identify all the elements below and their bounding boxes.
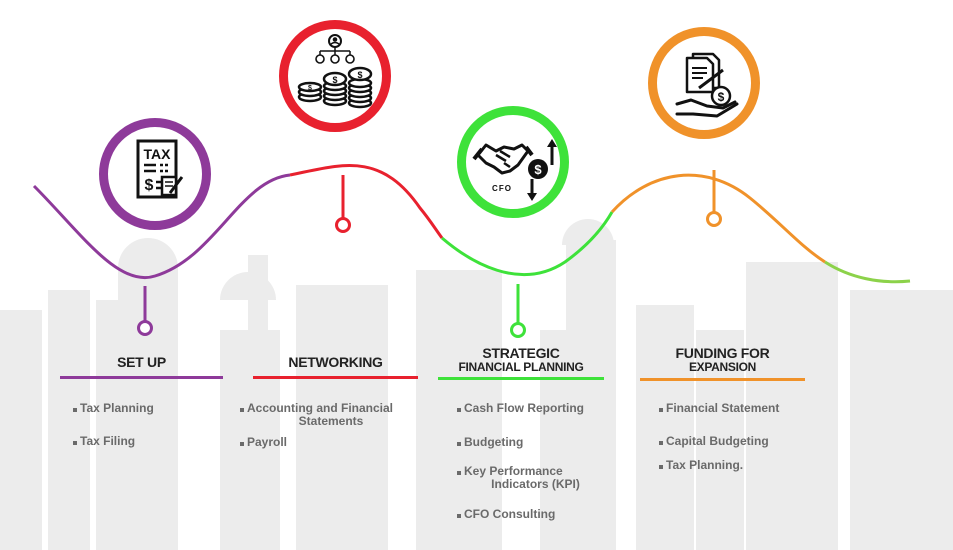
node-dot-3 [510,322,526,338]
funding-icon-circle: $ [648,27,760,139]
building [636,305,694,550]
list-item: CFO Consulting [457,508,607,521]
strategic-item-list: Cash Flow Reporting Budgeting Key Perfor… [457,402,607,521]
list-item: Tax Planning [73,402,223,415]
building [248,255,268,550]
stage-title-networking: NETWORKING [288,354,383,370]
building [566,240,616,550]
funding-item-list: Financial Statement Capital Budgeting Ta… [659,402,809,472]
svg-text:$: $ [357,70,362,80]
svg-text:$: $ [145,177,154,194]
node-dot-2 [335,217,351,233]
stage-title-setup: SET UP [117,354,166,370]
list-item: Capital Budgeting [659,435,809,448]
networking-icon-circle: $ $ $ [279,20,391,132]
list-item: Key Performance Indicators (KPI) [457,465,607,491]
wave-segment-red [289,164,444,239]
building [470,300,500,550]
buildings [0,219,953,550]
list-item: Financial Statement [659,402,809,415]
building [48,290,90,550]
building-roof [850,290,953,305]
building [850,290,953,550]
wave-segment-purple [32,173,291,280]
setup-icon-circle: TAX $ [99,118,211,230]
building-dome [562,219,614,245]
list-item: Accounting and Financial Statements [240,402,415,428]
list-item: Budgeting [457,436,607,449]
list-item: Payroll [240,436,415,449]
svg-text:$: $ [332,75,337,85]
stage-rule-networking [253,376,418,379]
building [696,330,744,550]
people-coins-icon: $ $ $ [297,34,373,109]
list-item: Tax Planning. [659,459,809,472]
building [746,262,838,550]
tax-icon-label: TAX [144,146,172,162]
node-dot-4 [706,211,722,227]
wave-segment-green [441,211,614,277]
building [296,285,388,550]
setup-item-list: Tax Planning Tax Filing [73,402,223,448]
list-item: Tax Filing [73,435,223,448]
strategic-icon-circle: CFO $ [457,106,569,218]
svg-text:$: $ [308,85,312,92]
list-item: Cash Flow Reporting [457,402,607,415]
stage-title-strategic: STRATEGIC FINANCIAL PLANNING [458,345,584,374]
building-dome [118,238,178,268]
building [0,310,42,550]
node-dot-1 [137,320,153,336]
tax-document-icon: TAX $ [136,139,184,199]
building-roof [746,262,838,280]
stage-title-funding: FUNDING FOR EXPANSION [675,345,770,374]
wave-segment-orange [610,173,826,264]
handshake-cfo-icon: CFO $ [472,139,557,201]
stage-rule-setup [60,376,223,379]
svg-text:$: $ [718,90,725,104]
stage-rule-strategic [438,377,604,380]
building-roof [296,285,388,300]
svg-text:$: $ [534,162,542,177]
cfo-icon-label: CFO [492,184,512,193]
building-dome [220,272,276,300]
funding-hand-icon: $ [675,52,739,118]
stage-rule-funding [640,378,805,381]
networking-item-list: Accounting and Financial Statements Payr… [240,402,415,449]
wave-segment-lightgreen [824,260,911,284]
building [118,268,178,550]
